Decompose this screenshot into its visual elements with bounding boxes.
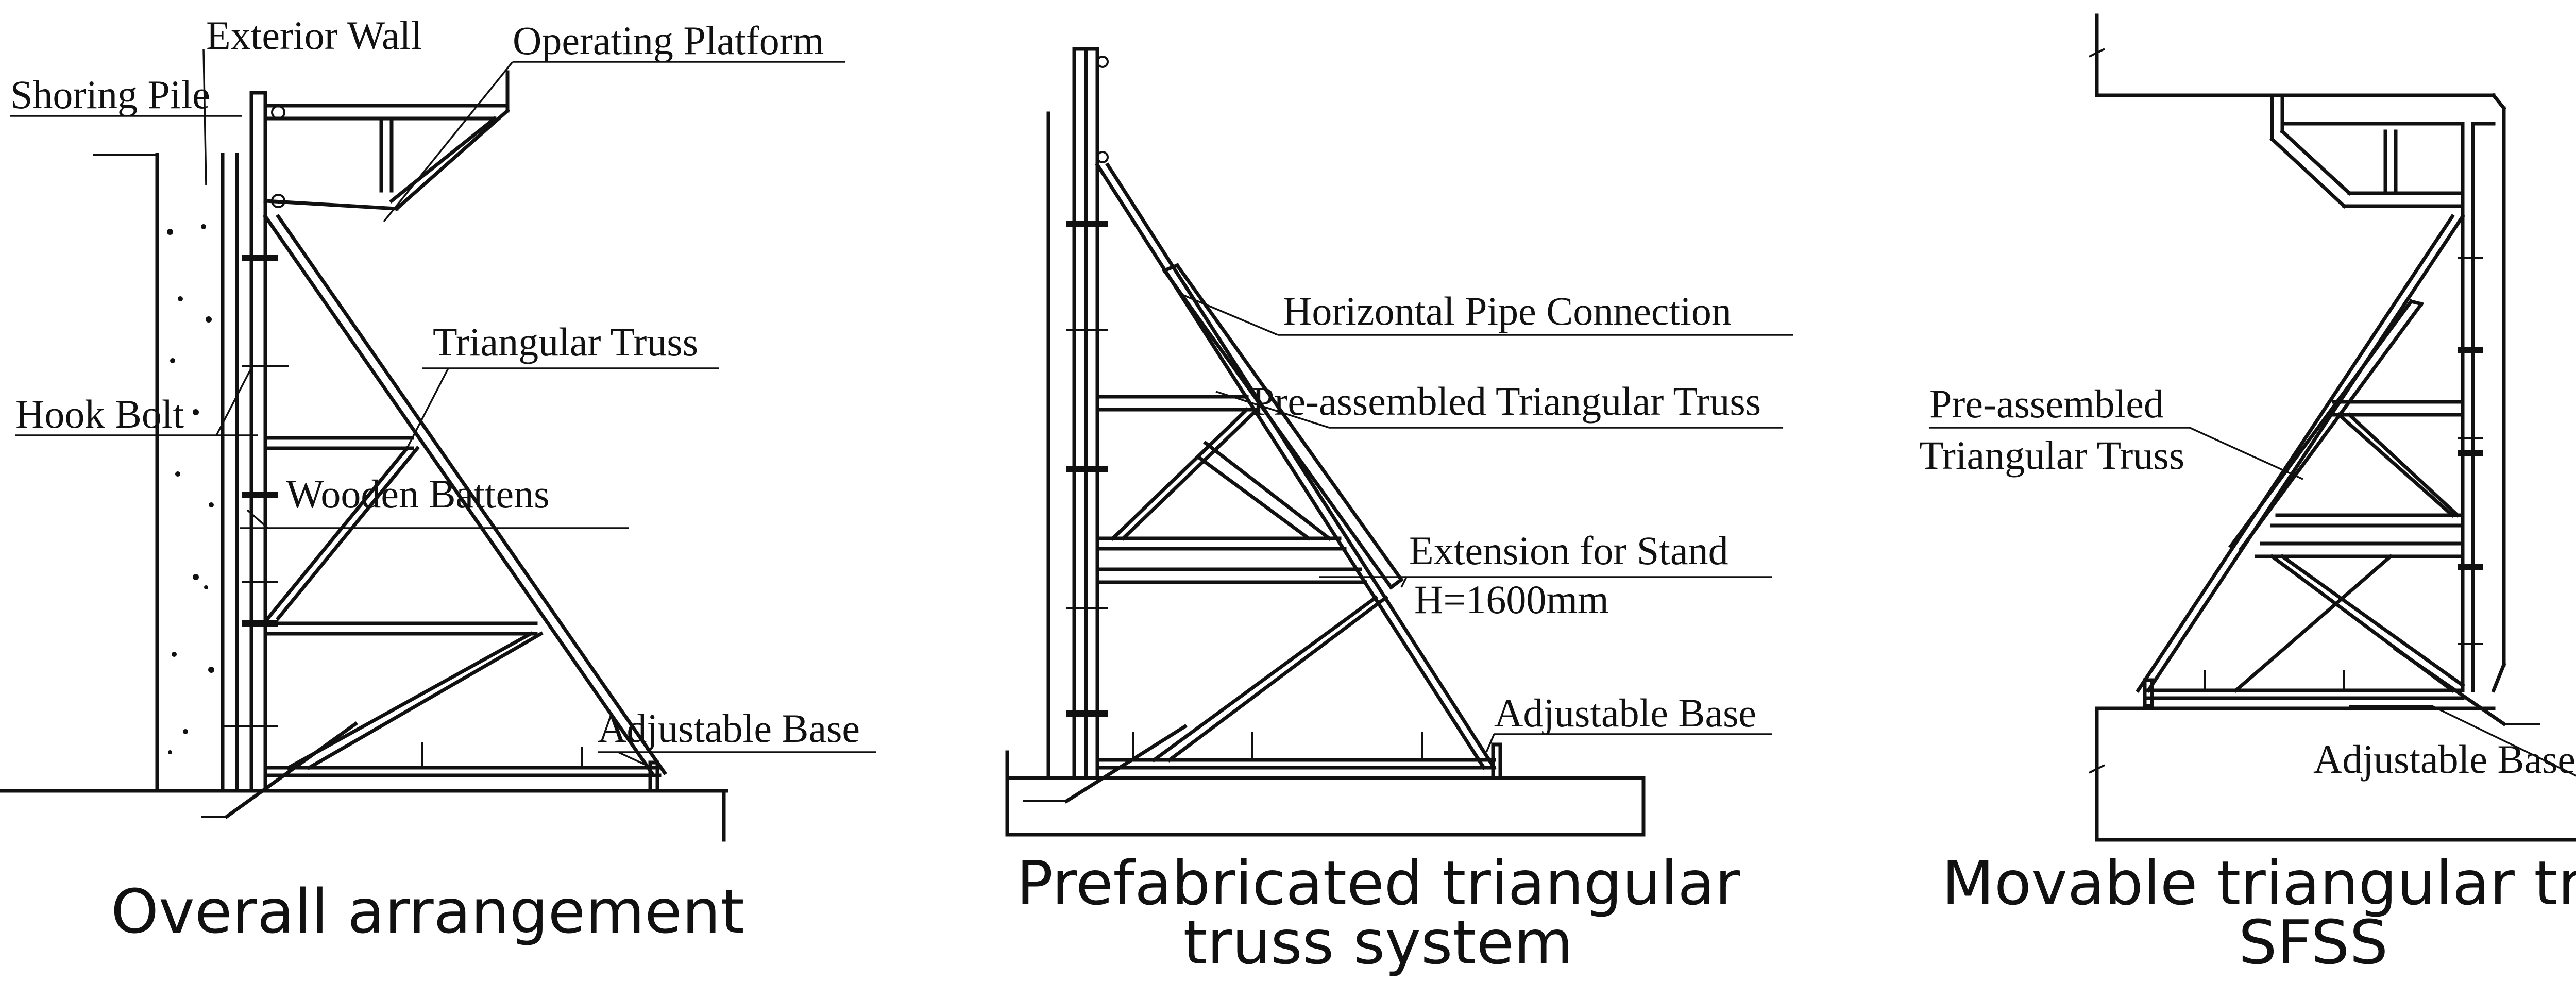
label-horizontal-pipe-connection: Horizontal Pipe Connection <box>1283 289 1732 333</box>
operating-platform <box>263 70 510 211</box>
label-exterior-wall: Exterior Wall <box>206 13 422 58</box>
movable-anchor <box>2393 647 2506 726</box>
right-wall-outer <box>2491 93 2506 111</box>
caption-prefab-line-2: truss system <box>1183 907 1573 978</box>
panel-movable: Pre-assembled Triangular Truss Adjustabl… <box>1919 13 2576 978</box>
label-height: H=1600mm <box>1414 577 1609 622</box>
adjustable-base-prefab <box>1491 742 1502 780</box>
label-wooden-battens: Wooden Battens <box>286 471 549 516</box>
label-extension-for-stand: Extension for Stand <box>1409 528 1728 573</box>
cut-mark-bottom <box>2089 764 2105 774</box>
anchor-brace <box>224 721 358 819</box>
panel-overall: Exterior Wall Operating Platform Shoring… <box>0 13 876 947</box>
horizontal-pipe-connection <box>1162 263 1404 590</box>
right-wall-outer-3 <box>2491 662 2506 693</box>
panel-prefabricated: Horizontal Pipe Connection Pre-assembled… <box>1005 47 1793 978</box>
prefab-bolts <box>1066 221 1108 717</box>
label-pre-assembled-line-1: Pre-assembled <box>1929 381 2164 426</box>
triangular-truss-movable <box>2136 214 2465 700</box>
label-triangular-truss: Triangular Truss <box>433 319 698 364</box>
label-pre-assembled-line-2: Triangular Truss <box>1919 433 2184 478</box>
label-adjustable-base-prefab: Adjustable Base <box>1494 690 1756 735</box>
label-operating-platform: Operating Platform <box>513 18 824 63</box>
leaders-movable <box>1929 427 2576 777</box>
triangular-truss-prefab <box>1095 162 1497 770</box>
adjustable-base-overall <box>648 760 659 793</box>
label-pre-assembled-truss: Pre-assembled Triangular Truss <box>1252 379 1761 424</box>
movable-bolts <box>2458 257 2483 645</box>
caption-movable-line-2: SFSS <box>2239 907 2388 978</box>
movable-platform <box>2269 93 2465 209</box>
caption-movable-line-1: Movable triangular truss <box>1942 848 2576 919</box>
caption-overall-line-1: Overall arrangement <box>111 876 744 947</box>
label-adjustable-base: Adjustable Base <box>598 706 860 751</box>
adjustable-base-movable <box>2143 678 2154 708</box>
prefab-anchor <box>1064 724 1188 804</box>
concrete-hatch <box>167 224 214 754</box>
leaders-prefab <box>1179 293 1793 753</box>
movable-stand-plate <box>2228 299 2424 551</box>
leaders-overall <box>10 48 876 769</box>
label-shoring-pile: Shoring Pile <box>10 72 210 117</box>
hook-bolts <box>222 255 289 727</box>
triangular-truss-overall <box>263 214 667 777</box>
cut-mark-top <box>2089 48 2105 58</box>
caption-prefab-line-1: Prefabricated triangular <box>1016 848 1740 919</box>
label-hook-bolt: Hook Bolt <box>15 392 184 436</box>
label-adjustable-base-movable: Adjustable Base <box>2313 737 2575 782</box>
